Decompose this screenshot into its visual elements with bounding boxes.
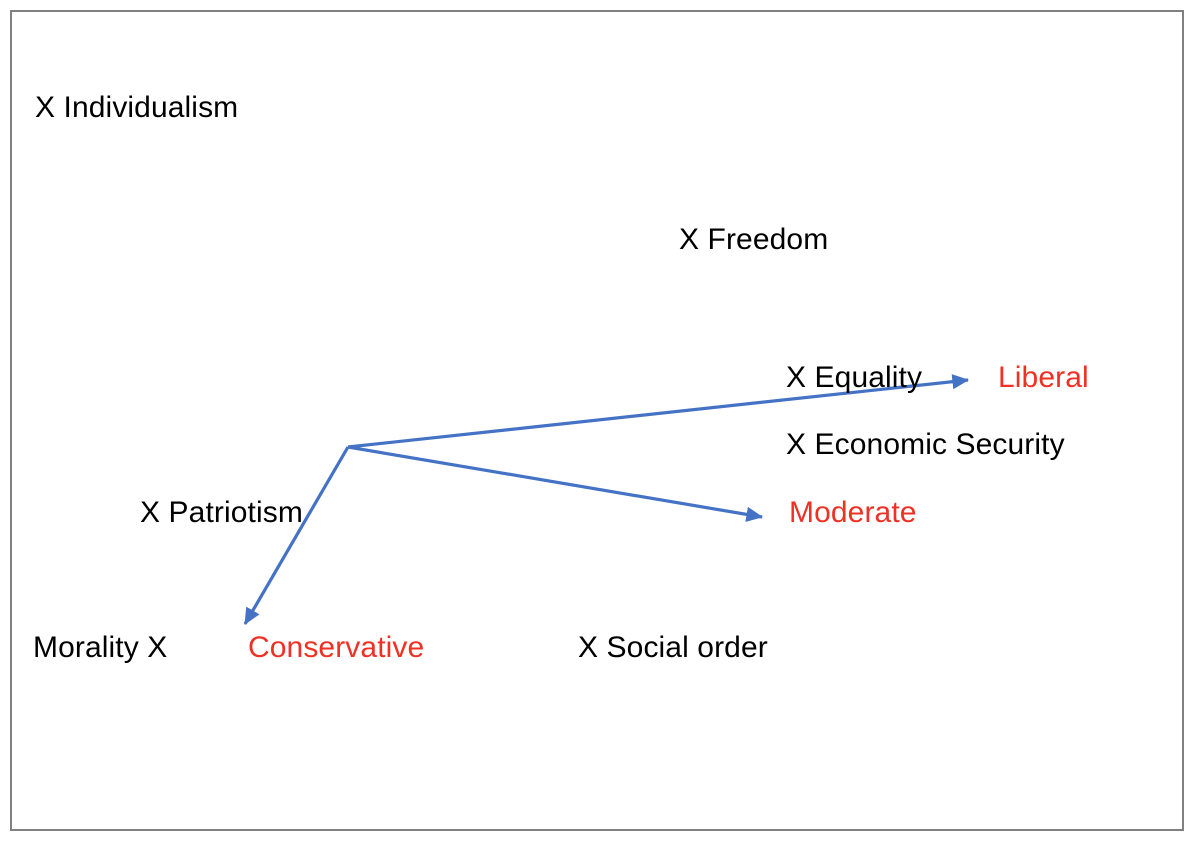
value-label-equality: X Equality <box>786 361 923 394</box>
ideology-label-conservative: Conservative <box>248 631 425 664</box>
value-label-individualism: X Individualism <box>35 91 239 124</box>
value-label-morality: Morality X <box>33 631 168 664</box>
ideology-label-liberal: Liberal <box>998 361 1089 394</box>
value-label-social-order: X Social order <box>578 631 768 664</box>
ideology-label-moderate: Moderate <box>789 496 917 529</box>
value-label-economic-security: X Economic Security <box>786 428 1065 461</box>
diagram-frame-border <box>10 10 1184 831</box>
value-label-freedom: X Freedom <box>679 223 829 256</box>
value-label-patriotism: X Patriotism <box>140 496 303 529</box>
